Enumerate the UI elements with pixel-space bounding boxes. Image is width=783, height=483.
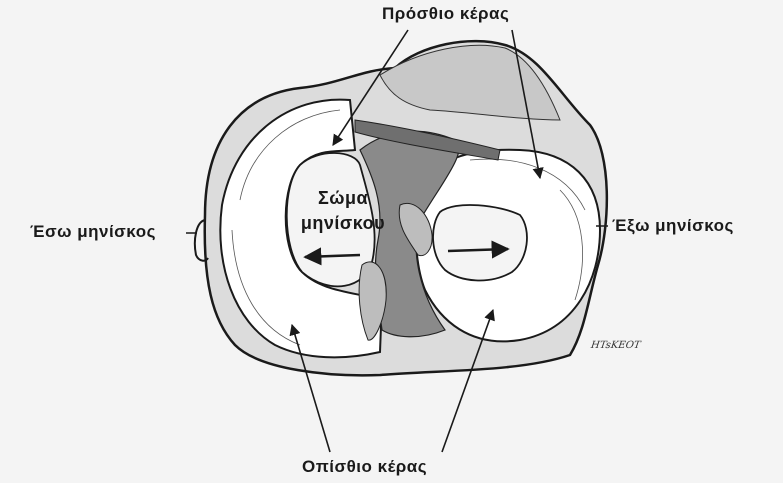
meniscus-body-label: Σώμα μηνίσκου [298,186,388,236]
arrow-posterior-left [289,323,331,453]
arrow-body-left [303,247,361,266]
medial-meniscus-label: Έσω μηνίσκος [30,222,156,241]
anterior-horn-label: Πρόσθιο κέρας [382,4,510,23]
body-arrows [303,240,510,266]
artist-signature: HTsKEOT [590,340,642,351]
lateral-meniscus-hole [432,204,528,282]
medial-edge-bump [193,219,209,262]
lateral-meniscus-label: Έξω μηνίσκος [612,216,734,235]
meniscus-body-label-line1: Σώμα [317,188,369,208]
anterior-attachment [398,202,433,257]
arrow-body-right [447,240,510,259]
ligament-band [354,119,501,161]
arrow-anterior-right [511,29,544,180]
arrow-anterior-left [332,29,409,146]
posterior-horn-label: Οπίσθιο κέρας [302,457,428,476]
arrow-posterior-right [441,308,495,453]
posterior-attachment [358,261,387,341]
meniscus-body-label-line2: μηνίσκου [300,213,386,233]
pointer-arrows [289,29,544,453]
tibial-tuberosity-area [379,44,561,121]
